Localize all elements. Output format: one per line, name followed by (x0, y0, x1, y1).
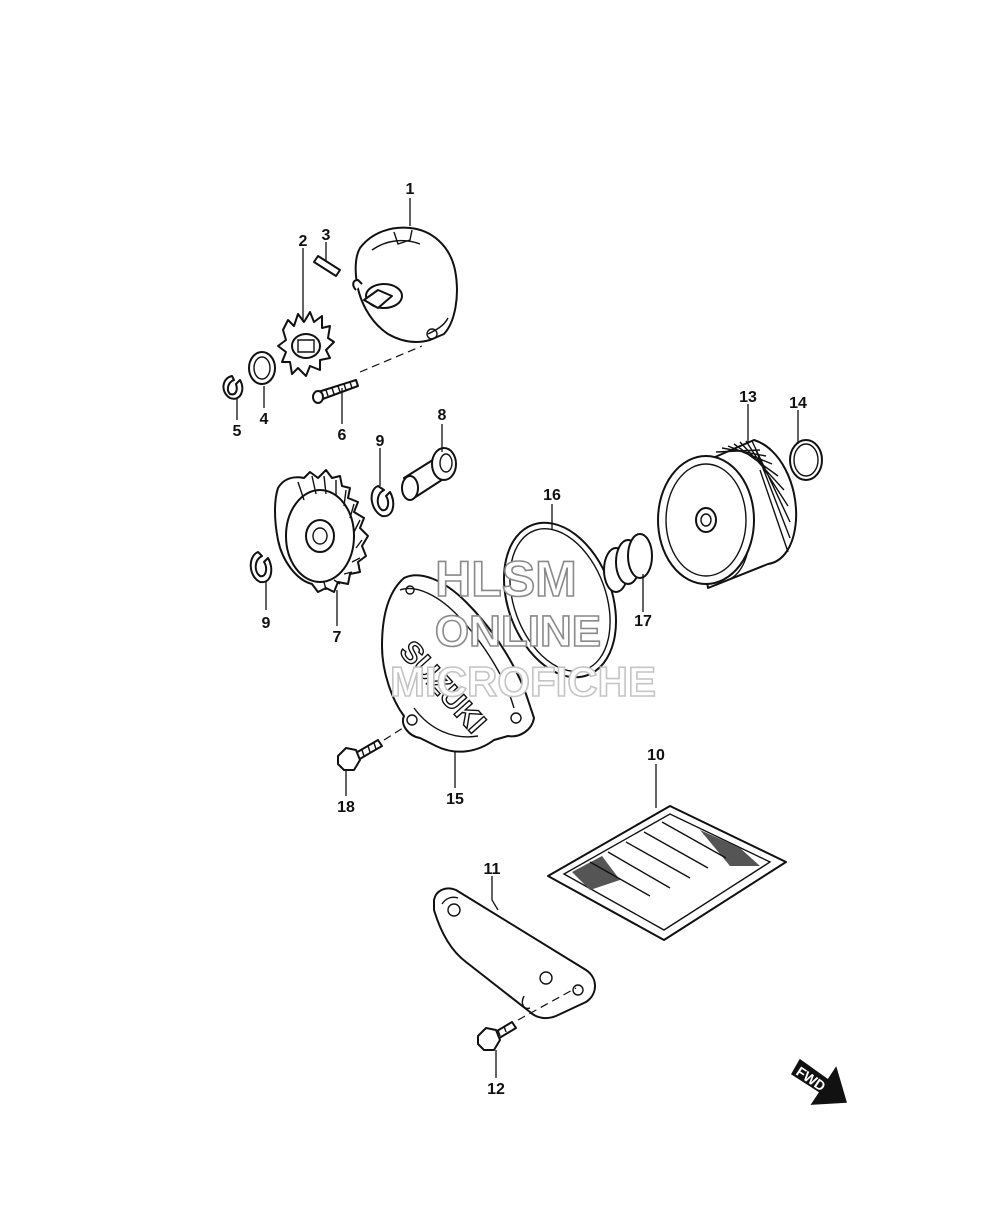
callout-13: 13 (739, 389, 757, 406)
callout-16: 16 (543, 487, 561, 504)
callout-4: 4 (260, 411, 269, 428)
callout-3: 3 (322, 227, 331, 244)
part-9-circlip-lower (249, 551, 273, 584)
callout-6: 6 (338, 427, 347, 444)
watermark-line-1: HLSM (435, 551, 577, 607)
part-7-driven-gear (274, 469, 369, 593)
leader-lines (236, 198, 799, 1078)
callout-5: 5 (233, 423, 242, 440)
callout-18: 18 (337, 799, 355, 816)
callout-9-lower: 9 (262, 615, 271, 632)
callout-2: 2 (299, 233, 308, 250)
part-8-bushing (401, 447, 457, 501)
callout-8: 8 (438, 407, 447, 424)
part-5-circlip (222, 375, 244, 400)
part-3-pin (313, 255, 341, 277)
part-18-bolt (337, 725, 407, 771)
part-9-circlip-upper (370, 485, 395, 518)
fwd-arrow-icon: FWD (790, 1058, 847, 1105)
part-2-pinion-gear (277, 311, 335, 377)
part-16-o-ring (502, 521, 618, 679)
part-10-strainer-screen (547, 805, 787, 941)
callout-11: 11 (484, 861, 501, 878)
part-17-spring (603, 533, 653, 593)
part-14-o-ring (789, 439, 823, 481)
part-15-pump-cover: SUZUKI (381, 574, 535, 753)
part-11-plate (433, 887, 596, 1020)
part-13-oil-filter (657, 439, 798, 589)
callout-labels: 1 2 3 4 5 6 7 8 9 9 10 11 12 13 14 15 16… (233, 181, 807, 1098)
part-6-screw (312, 345, 423, 404)
callout-15: 15 (446, 791, 464, 808)
callout-12: 12 (487, 1081, 505, 1098)
callout-9-upper: 9 (376, 433, 385, 450)
callout-7: 7 (333, 629, 342, 646)
callout-14: 14 (789, 395, 807, 412)
part-4-washer (248, 351, 276, 385)
part-12-bolt (477, 987, 577, 1051)
watermark-line-3: MICROFICHE (390, 658, 656, 705)
watermark: HLSM ONLINE MICROFICHE (389, 550, 657, 706)
part-1-oil-pump-housing (352, 226, 458, 343)
callout-17: 17 (634, 613, 652, 630)
callout-1: 1 (406, 181, 415, 198)
callout-10: 10 (647, 747, 665, 764)
watermark-line-2: ONLINE (435, 607, 601, 656)
